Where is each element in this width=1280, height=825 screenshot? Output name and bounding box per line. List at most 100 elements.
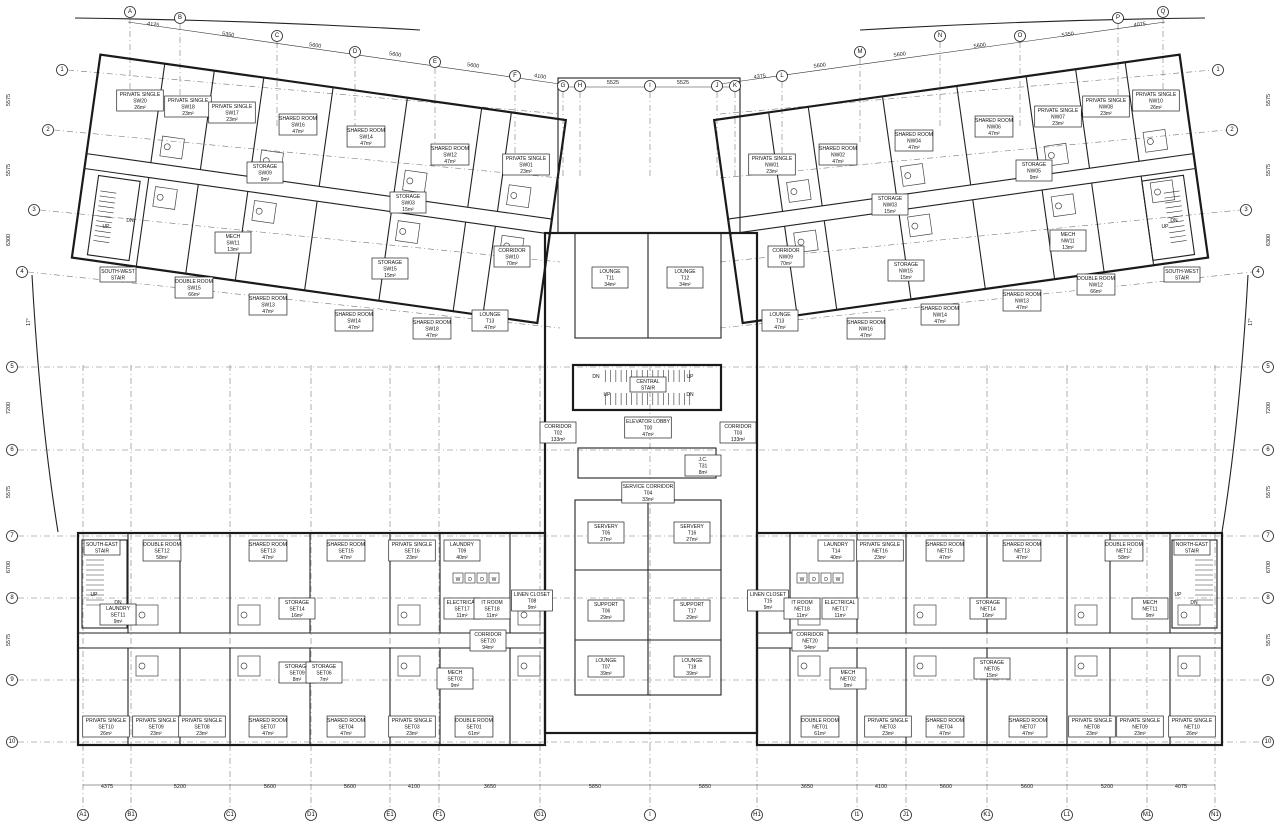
- room-ne-12-area: 9m²: [844, 683, 853, 689]
- room-ne-18-area: 23m²: [1086, 731, 1098, 737]
- site-arc-left: [31, 274, 59, 533]
- angle-right-label: 17°: [1248, 318, 1254, 326]
- room-nw-12-area: 66m²: [1090, 289, 1102, 295]
- dim-right-6: 5575: [1266, 634, 1272, 646]
- grid-bubble-bottom-A1-label: A1: [79, 812, 87, 818]
- room-sw-3-area: 47m²: [292, 129, 304, 135]
- room-se-11-name: CORRIDOR: [474, 632, 502, 638]
- grid-bubble-Q-label: Q: [1161, 9, 1166, 15]
- dim-bottom-0: 4375: [101, 784, 113, 790]
- appliance-washer-0: W: [456, 577, 461, 583]
- room-se-10-name: LINEN CLOSET: [514, 592, 550, 598]
- room-sw-5-name: SHARED ROOM: [431, 146, 469, 152]
- dim-right-2: 6300: [1266, 234, 1272, 246]
- grid-bubble-bottom-J1-label: J1: [903, 812, 910, 818]
- dim-right-5: 6700: [1266, 561, 1272, 573]
- room-ne-4-code: NET12: [1116, 549, 1132, 555]
- grid-bubble-bottom-F1: F1: [433, 809, 445, 821]
- grid-bubble-P: P: [1112, 12, 1124, 24]
- room-nw-14-code: NW14: [933, 313, 947, 319]
- grid-bubble-N: N: [934, 30, 946, 42]
- room-center-5-area: 47m²: [642, 432, 654, 438]
- room-nw-10-code: NW15: [899, 269, 913, 275]
- appliance-dryer-6: D: [824, 577, 828, 583]
- room-nw-13-code: NW13: [1015, 299, 1029, 305]
- room-se-6-name: LAUNDRY: [106, 606, 130, 612]
- room-ne-7-name: IT ROOM: [791, 600, 812, 606]
- dim-bottom-8: 3650: [801, 784, 813, 790]
- grid-bubble-B-label: B: [178, 15, 182, 21]
- room-ne-19-area: 23m²: [1134, 731, 1146, 737]
- room-ne-14-area: 61m²: [814, 731, 826, 737]
- grid-bubble-right-10-label: 10: [1265, 739, 1272, 745]
- stair-up-label-10: UP: [604, 392, 612, 398]
- room-sw-11-area: 70m²: [506, 261, 518, 267]
- room-ne-6-area: 9m²: [764, 605, 773, 611]
- room-sw-7-area: 9m²: [261, 177, 270, 183]
- dim-top-left-2: 5600: [309, 42, 322, 50]
- room-nw-15-code: NW16: [859, 327, 873, 333]
- grid-bubble-left-5: 5: [6, 361, 18, 373]
- room-center-10-area: 27m²: [600, 537, 612, 543]
- dim-left-0: 5575: [6, 94, 12, 106]
- stair-dn-label-6: DN: [1190, 600, 1198, 606]
- room-ne-5-code: STAIR: [1185, 549, 1200, 555]
- grid-bubble-B: B: [174, 12, 186, 24]
- room-nw-6-area: 26m²: [1150, 105, 1162, 111]
- room-center-4-code: STAIR: [641, 386, 656, 392]
- grid-bubble-bottom-C1-label: C1: [226, 812, 234, 818]
- grid-bubble-left-1: 1: [56, 64, 68, 76]
- room-sw-11-code: SW10: [505, 255, 519, 261]
- dim-top-center-1: 5525: [677, 80, 689, 86]
- room-sw-3-code: SW16: [291, 123, 305, 129]
- grid-bubble-bottom-N1: N1: [1209, 809, 1221, 821]
- room-ne-19-name: PRIVATE SINGLE: [1120, 718, 1161, 724]
- room-center-5-code: T00: [644, 426, 653, 432]
- room-center-8-area: 8m²: [699, 470, 708, 476]
- dim-bottom-2: 5600: [264, 784, 276, 790]
- room-nw-12-code: NW12: [1089, 283, 1103, 289]
- room-se-7-code: SET14: [289, 607, 305, 613]
- grid-bubble-right-3: 3: [1240, 204, 1252, 216]
- room-ne-18-name: PRIVATE SINGLE: [1072, 718, 1113, 724]
- room-nw-10-name: STORAGE: [894, 262, 919, 268]
- room-nw-3-name: SHARED ROOM: [975, 118, 1013, 124]
- room-se-6-code: SET11: [111, 613, 126, 619]
- room-sw-15-code: SW18: [425, 327, 439, 333]
- room-center-14-name: LOUNGE: [595, 658, 617, 664]
- room-sw-10-code: SW15: [383, 267, 397, 273]
- room-se-18-code: SET07: [260, 725, 276, 731]
- room-center-13-code: T17: [688, 609, 697, 615]
- room-ne-4-area: 58m²: [1118, 555, 1130, 561]
- room-nw-5-name: PRIVATE SINGLE: [1086, 98, 1127, 104]
- room-sw-15-area: 47m²: [426, 333, 438, 339]
- dim-top-left-3: 5600: [389, 51, 402, 59]
- grid-bubble-E-label: E: [433, 59, 437, 65]
- room-nw-4-code: NW07: [1051, 115, 1065, 121]
- grid-bubble-bottom-L1-label: L1: [1064, 812, 1071, 818]
- room-ne-10-name: MECH: [1143, 600, 1158, 606]
- room-ne-6-name: LINEN CLOSET: [750, 592, 786, 598]
- stair-dn-label-1: DN: [126, 218, 134, 224]
- room-sw-7-code: SW09: [258, 171, 272, 177]
- dim-bottom-6: 5850: [589, 784, 601, 790]
- room-se-12-name: STORAGE: [285, 664, 310, 670]
- grid-bubble-D-label: D: [353, 49, 358, 55]
- stair-dn-label-2: DN: [1170, 218, 1178, 224]
